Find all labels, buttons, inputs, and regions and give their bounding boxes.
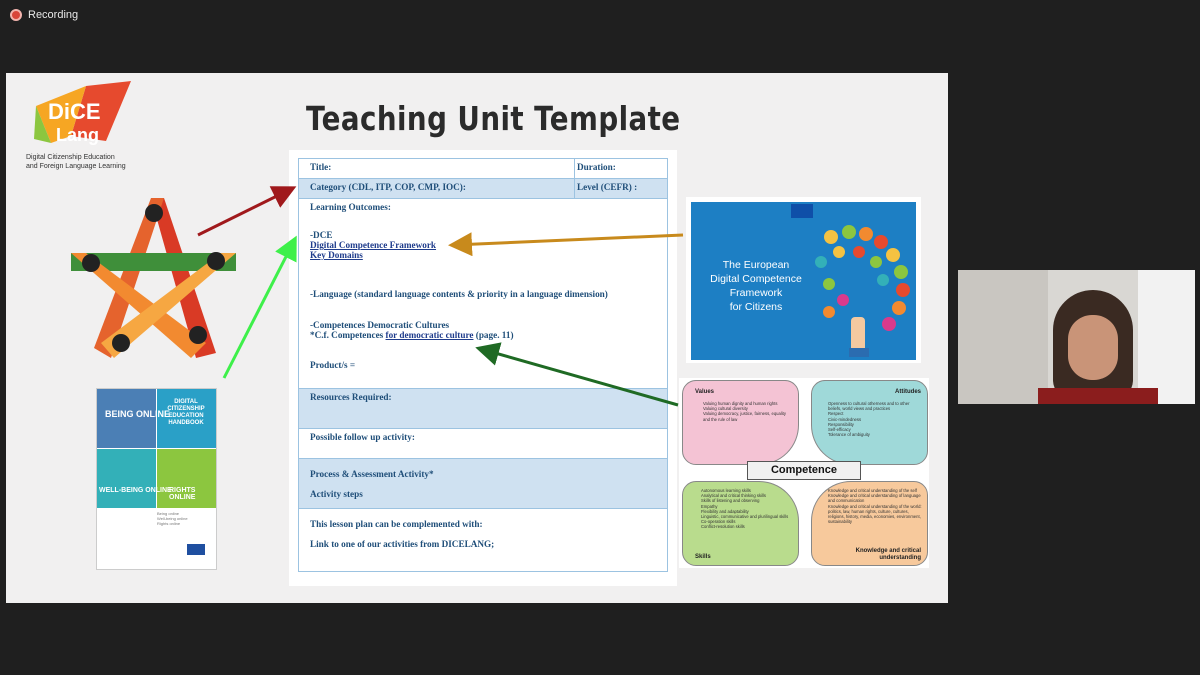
process-label: Process & Assessment Activity* bbox=[310, 469, 434, 479]
council-of-europe-logo bbox=[187, 544, 205, 555]
row-process: Process & Assessment Activity* Activity … bbox=[299, 459, 667, 509]
complement-label: This lesson plan can be complemented wit… bbox=[310, 519, 483, 529]
dce-domains-star-graphic bbox=[71, 198, 236, 358]
recording-indicator: Recording bbox=[10, 9, 78, 21]
handbook-subtitles: Being online Well-being online Rights on… bbox=[157, 511, 188, 526]
language-line: -Language (standard language contents & … bbox=[310, 289, 608, 299]
follow-up-label: Possible follow up activity: bbox=[310, 432, 415, 442]
competences-line: -Competences Democratic Cultures bbox=[310, 320, 450, 330]
knowledge-quadrant: Knowledge and critical understanding of … bbox=[811, 481, 928, 566]
row-resources: Resources Required: bbox=[299, 389, 667, 429]
eu-flag-icon bbox=[791, 204, 813, 218]
activity-steps-label: Activity steps bbox=[310, 489, 363, 499]
competence-center-label: Competence bbox=[747, 461, 861, 480]
row-title: Title: Duration: bbox=[299, 159, 667, 179]
dicelang-link-line: Link to one of our activities from DICEL… bbox=[310, 539, 495, 549]
slide-title: Teaching Unit Template bbox=[306, 99, 681, 138]
cf-competences-line: *C.f. Competences for democratic culture… bbox=[310, 330, 514, 340]
duration-label: Duration: bbox=[577, 162, 616, 172]
dicelang-logo: DiCE Lang bbox=[34, 81, 131, 145]
shared-slide: DiCE Lang Digital Citizenship Education … bbox=[6, 73, 948, 603]
digcomp-framework-image: The European Digital Competence Framewor… bbox=[686, 197, 921, 363]
svg-text:DiCE: DiCE bbox=[48, 99, 101, 124]
category-label: Category (CDL, ITP, COP, CMP, IOC): bbox=[310, 182, 466, 192]
level-label: Level (CEFR) : bbox=[577, 182, 638, 192]
recording-label: Recording bbox=[28, 9, 79, 21]
handbook-label-being: BEING ONLINE bbox=[105, 409, 171, 419]
competence-model-diagram: Values Valuing human dignity and human r… bbox=[679, 378, 929, 568]
title-label: Title: bbox=[310, 162, 332, 172]
logo-subtitle: Digital Citizenship Education and Foreig… bbox=[26, 154, 126, 170]
record-icon bbox=[10, 9, 22, 21]
row-follow-up: Possible follow up activity: bbox=[299, 429, 667, 459]
digcomp-title: The European Digital Competence Framewor… bbox=[710, 259, 802, 313]
democratic-culture-link[interactable]: for democratic culture bbox=[385, 330, 474, 340]
dce-label: -DCE bbox=[310, 230, 333, 240]
attitudes-quadrant: Attitudes Openness to cultural otherness… bbox=[811, 380, 928, 465]
row-category: Category (CDL, ITP, COP, CMP, IOC): Leve… bbox=[299, 179, 667, 199]
digital-icons-arc-graphic bbox=[815, 225, 910, 357]
handbook-label-wellbeing: WELL-BEING ONLINE bbox=[99, 487, 172, 494]
dcf-link[interactable]: Digital Competence Framework bbox=[310, 240, 437, 250]
product-label: Product/s = bbox=[310, 360, 356, 370]
presenter-video-tile[interactable] bbox=[958, 270, 1195, 404]
handbook-title: DIGITAL CITIZENSHIP EDUCATION HANDBOOK bbox=[167, 399, 205, 426]
row-learning-outcomes: Learning Outcomes: -DCE Digital Competen… bbox=[299, 199, 667, 389]
row-complement: This lesson plan can be complemented wit… bbox=[299, 509, 667, 571]
learning-outcomes-label: Learning Outcomes: bbox=[310, 202, 391, 212]
svg-text:Lang: Lang bbox=[56, 125, 99, 145]
key-domains-link[interactable]: Key Domains bbox=[310, 250, 363, 260]
teaching-unit-template: Title: Duration: Category (CDL, ITP, COP… bbox=[298, 158, 668, 572]
skills-quadrant: Autonomous learning skills Analytical an… bbox=[682, 481, 799, 566]
resources-label: Resources Required: bbox=[310, 392, 392, 402]
values-quadrant: Values Valuing human dignity and human r… bbox=[682, 380, 799, 465]
dce-handbook-cover: DIGITAL CITIZENSHIP EDUCATION HANDBOOK B… bbox=[96, 388, 217, 570]
handbook-label-rights: RIGHTS ONLINE bbox=[169, 487, 196, 501]
